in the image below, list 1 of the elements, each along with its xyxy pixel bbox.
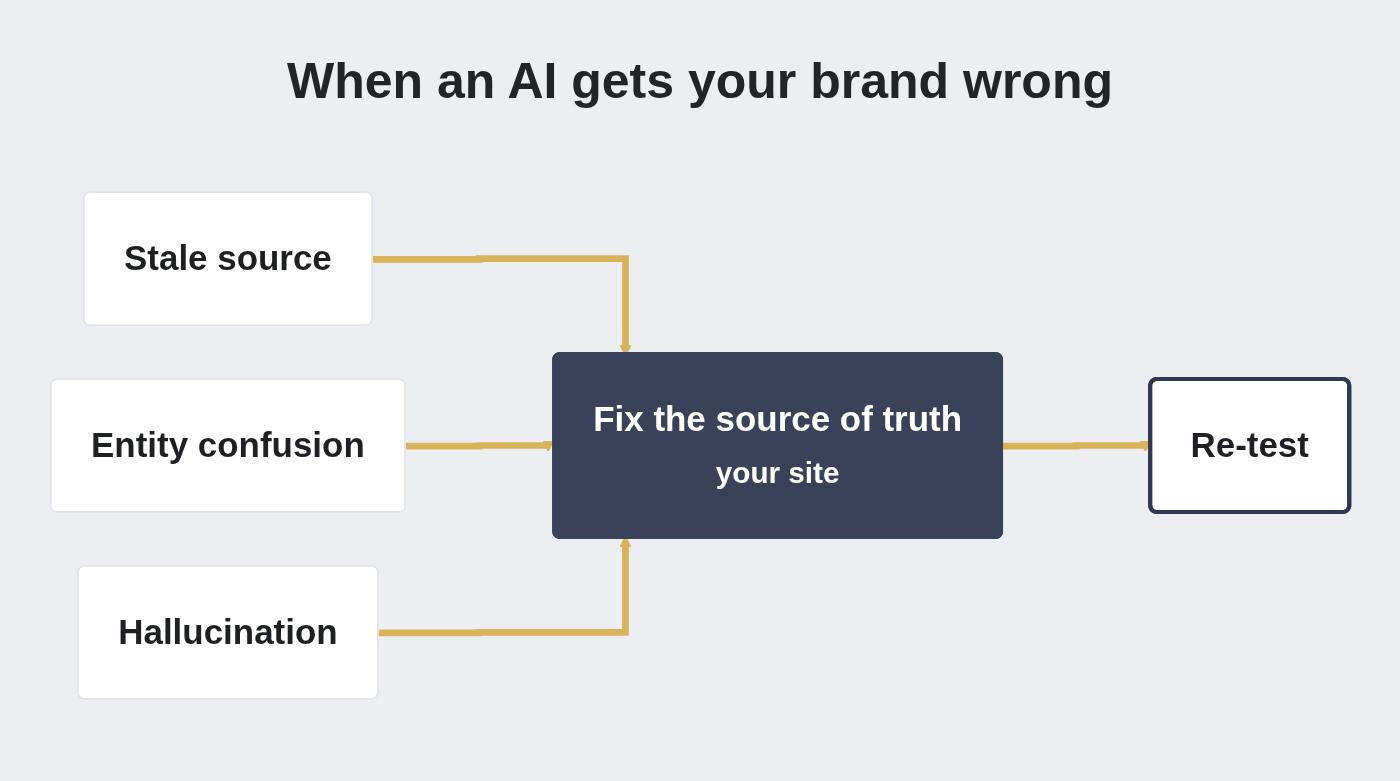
diagram-title: When an AI gets your brand wrong (287, 52, 1113, 110)
